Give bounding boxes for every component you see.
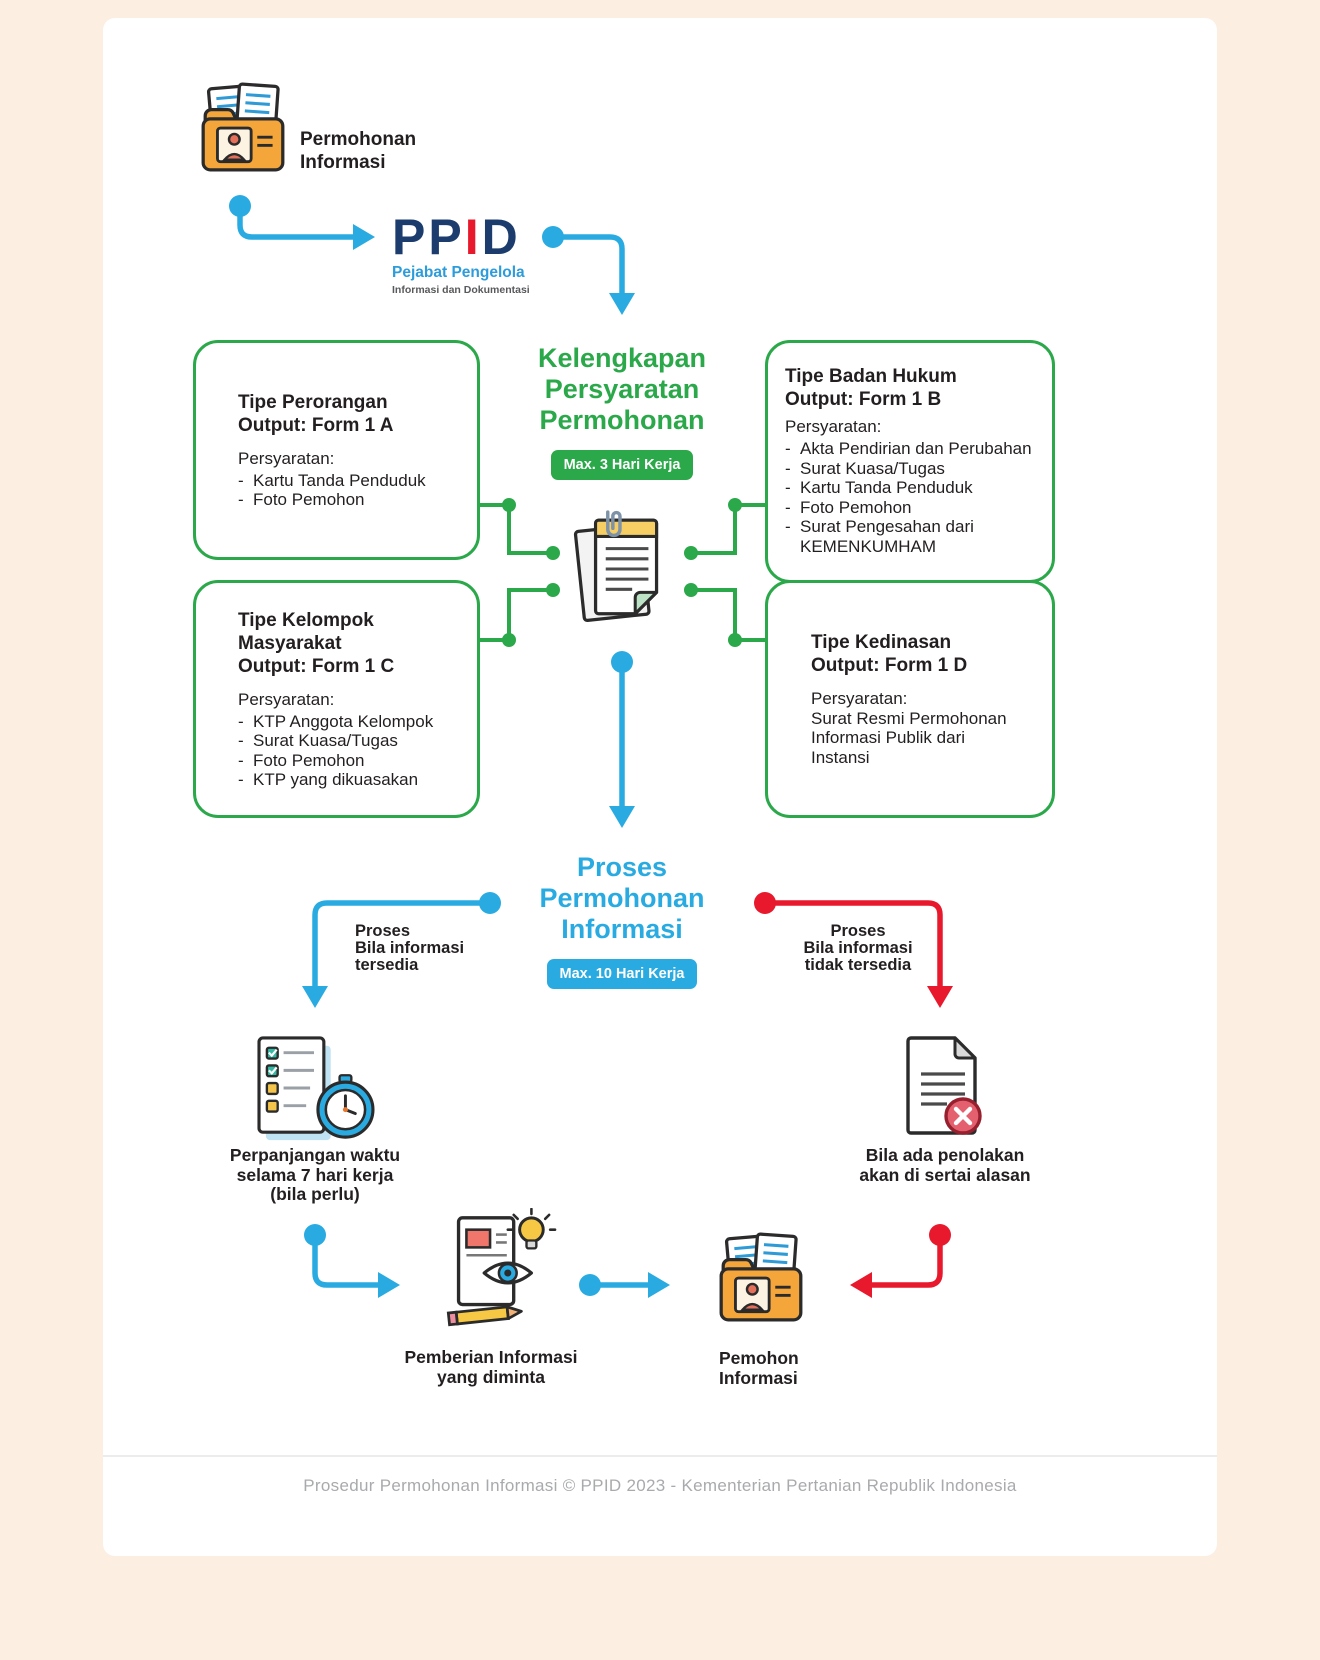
document-rejected-icon (897, 1032, 989, 1140)
requirement-item: Surat Pengesahan dari KEMENKUMHAM (785, 517, 1042, 556)
requirements-label: Persyaratan: (238, 448, 335, 468)
connector-perorangan (480, 503, 553, 555)
branch-available-label: Proses Bila informasi tersedia (355, 922, 465, 974)
process-stage-title: Proses Permohonan Informasi (539, 852, 705, 944)
start-node-label: Permohonan Informasi (300, 129, 417, 173)
connector-kedinasan (691, 588, 765, 642)
type-box-kedinasan: Tipe Kedinasan Output: Form 1 D Persyara… (765, 580, 1055, 818)
connector-kelompok (480, 588, 553, 642)
ppid-logo-subtitle-2: Informasi dan Dokumentasi (392, 284, 530, 296)
folder-documents-icon (195, 80, 293, 174)
type-box-title: Tipe Kelompok Masyarakat Output: Form 1 … (238, 609, 395, 677)
requirement-item: Kartu Tanda Penduduk (238, 471, 459, 491)
type-box-perorangan: Tipe Perorangan Output: Form 1 A Persyar… (193, 340, 480, 560)
connector-badan-hukum (691, 503, 765, 555)
rejection-step-label: Bila ada penolakan akan di sertai alasan (859, 1145, 1031, 1185)
requirements-stage: Kelengkapan Persyaratan Permohonan Max. … (472, 343, 772, 480)
requirements-stage-title: Kelengkapan Persyaratan Permohonan (537, 343, 707, 435)
arrow-extension-to-delivery (312, 1232, 381, 1288)
process-stage: Proses Permohonan Informasi Max. 10 Hari… (472, 852, 772, 989)
ppid-letters-pp: PP (392, 209, 465, 265)
applicant-node-label: Pemohon Informasi (719, 1348, 799, 1388)
requirement-item: Foto Pemohon (238, 490, 459, 510)
arrow-rejection-to-applicant (869, 1232, 943, 1288)
requirement-item: KTP yang dikuasakan (238, 770, 459, 790)
requirements-list: KTP Anggota Kelompok Surat Kuasa/Tugas F… (238, 712, 459, 790)
requirement-item: Foto Pemohon (785, 498, 1042, 518)
requirement-item: Foto Pemohon (238, 751, 459, 771)
type-box-badan-hukum: Tipe Badan Hukum Output: Form 1 B Persya… (765, 340, 1055, 583)
ppid-logo-text: PPID (392, 212, 530, 262)
delivery-step-label: Pemberian Informasi yang diminta (404, 1347, 578, 1387)
ppid-logo: PPID Pejabat Pengelola Informasi dan Dok… (392, 212, 530, 296)
footer-credit: Prosedur Permohonan Informasi © PPID 202… (303, 1476, 1017, 1495)
folder-documents-icon (713, 1230, 811, 1324)
ppid-logo-subtitle: Pejabat Pengelola (392, 264, 525, 281)
requirements-label: Persyaratan: (238, 689, 335, 709)
footer-divider (103, 1455, 1217, 1457)
requirements-list: Akta Pendirian dan Perubahan Surat Kuasa… (785, 439, 1042, 556)
type-box-kelompok-masyarakat: Tipe Kelompok Masyarakat Output: Form 1 … (193, 580, 480, 818)
requirements-body: Surat Resmi Permohonan Informasi Publik … (811, 708, 1007, 767)
document-review-icon (429, 1208, 559, 1338)
arrow-ppid-to-requirements (550, 234, 625, 296)
requirement-item: Surat Kuasa/Tugas (238, 731, 459, 751)
process-badge-row: Max. 10 Hari Kerja (472, 945, 772, 989)
ppid-letter-d: D (481, 209, 521, 265)
arrow-start-to-ppid (237, 203, 356, 240)
type-box-title: Tipe Perorangan Output: Form 1 A (238, 391, 394, 436)
checklist-clock-icon (251, 1034, 379, 1144)
content-card: Permohonan Informasi PPID Pejabat Pengel… (103, 18, 1217, 1556)
requirement-item: Akta Pendirian dan Perubahan (785, 439, 1042, 459)
requirement-item: KTP Anggota Kelompok (238, 712, 459, 732)
document-stack-paperclip-icon (569, 508, 675, 632)
requirement-item: Surat Kuasa/Tugas (785, 459, 1042, 479)
type-box-title: Tipe Kedinasan Output: Form 1 D (811, 631, 968, 676)
requirements-badge-row: Max. 3 Hari Kerja (472, 436, 772, 480)
process-sla-badge: Max. 10 Hari Kerja (546, 959, 698, 989)
branch-unavailable-label: Proses Bila informasi tidak tersedia (803, 922, 913, 974)
requirements-label: Persyaratan: (785, 417, 882, 436)
type-box-title: Tipe Badan Hukum Output: Form 1 B (785, 366, 957, 410)
requirements-label: Persyaratan: (811, 688, 908, 708)
requirements-sla-badge: Max. 3 Hari Kerja (550, 450, 694, 480)
ppid-letter-i: I (464, 209, 482, 265)
extension-step-label: Perpanjangan waktu selama 7 hari kerja (… (229, 1145, 401, 1204)
requirement-item: Kartu Tanda Penduduk (785, 478, 1042, 498)
requirements-list: Kartu Tanda Penduduk Foto Pemohon (238, 471, 459, 510)
